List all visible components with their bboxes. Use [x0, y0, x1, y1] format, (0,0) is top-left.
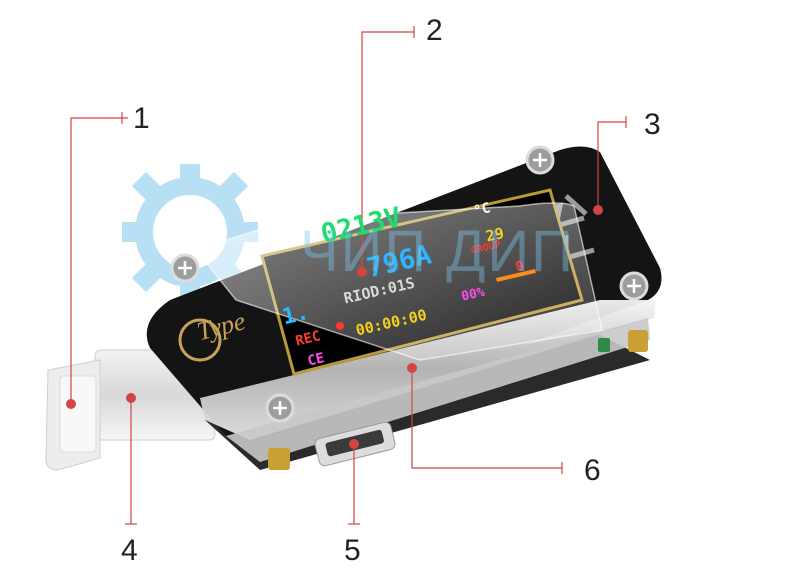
type-logo	[178, 318, 222, 362]
callout-6: 6	[584, 454, 601, 487]
screw-icons	[170, 145, 649, 423]
callout-3: 3	[644, 108, 661, 141]
callout-4: 4	[121, 534, 138, 567]
watermark-text: ЧИП ДИП	[300, 219, 575, 284]
callout-lines	[66, 26, 627, 525]
callout-1: 1	[133, 102, 150, 135]
callout-2: 2	[426, 14, 443, 47]
callout-5: 5	[344, 534, 361, 567]
rec-dot-icon	[336, 322, 344, 330]
protective-film	[194, 202, 603, 361]
